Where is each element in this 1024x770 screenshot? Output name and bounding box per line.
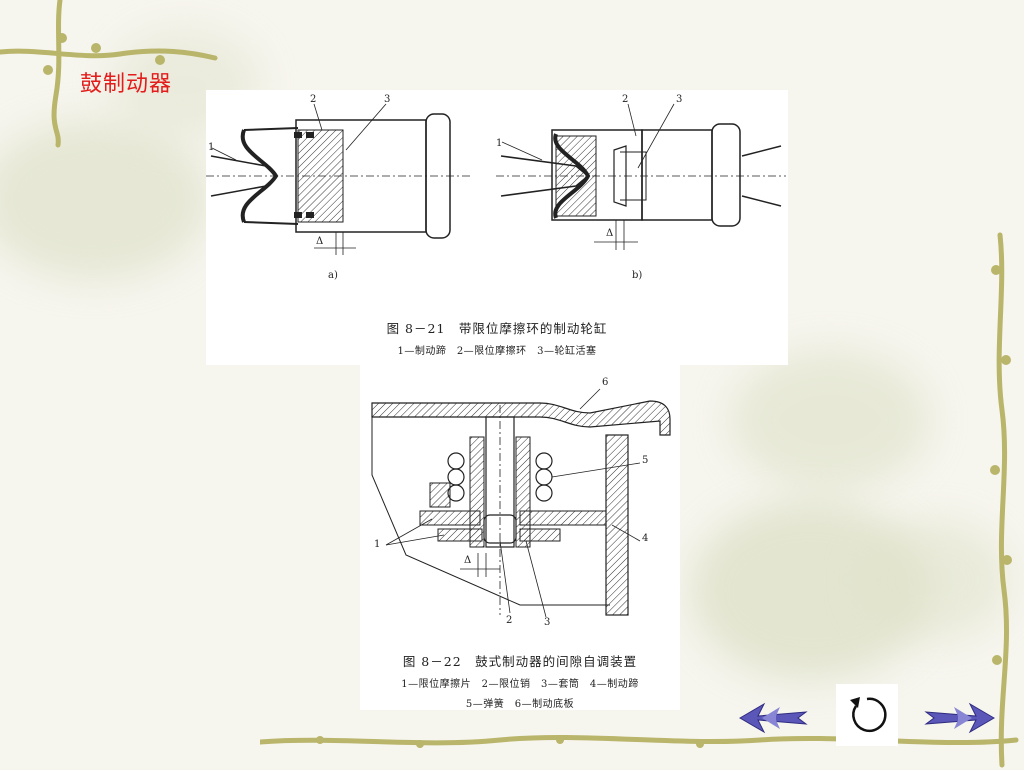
figure-8-22-legend-line2: 5—弹簧 6—制动底板 (465, 699, 575, 710)
figure-8-21a-label-1: 1 (208, 142, 215, 153)
background-blossom (0, 120, 210, 280)
replay-button[interactable] (836, 684, 898, 746)
vine-decoration-top-left (0, 0, 218, 148)
figure-8-22-legend-line1: 1—限位摩擦片 2—限位销 3—套筒 4—制动蹄 (401, 679, 639, 690)
figure-8-21b-label-2: 2 (622, 94, 629, 105)
vine-decoration-bottom (260, 734, 1019, 748)
figure-8-21-subcaption-b: b) (632, 270, 643, 281)
figure-8-21-panel: 1 2 3 Δ a) 1 2 3 Δ b) 图 8－21 带限位摩擦环的制动轮缸… (206, 90, 788, 365)
double-arrow-left-icon (739, 702, 808, 734)
self-adjusting-device-drawing (371, 388, 671, 618)
figure-8-22-label-2: 2 (506, 615, 513, 626)
figure-8-22-panel: 1 2 3 4 5 6 Δ 图 8－22 鼓式制动器的间隙自调装置 1—限位摩擦… (360, 365, 680, 710)
previous-slide-button[interactable] (736, 698, 810, 738)
background-blossom (860, 520, 1010, 640)
figure-8-22-label-4: 4 (642, 533, 649, 544)
figure-8-21b-label-delta: Δ (606, 228, 614, 239)
background-blossom (730, 350, 930, 490)
figure-8-21a-label-2: 2 (310, 94, 317, 105)
next-slide-button[interactable] (918, 698, 998, 738)
figure-8-21a-label-delta: Δ (316, 236, 324, 247)
figure-8-22-label-1: 1 (374, 539, 381, 550)
figure-8-21b-label-3: 3 (676, 94, 683, 105)
figure-8-22-label-3: 3 (544, 617, 551, 628)
figure-8-21-subcaption-a: a) (328, 270, 338, 281)
figure-8-22-label-5: 5 (642, 455, 649, 466)
figure-8-22-label-6: 6 (602, 377, 609, 388)
wheel-cylinder-drawing-b (496, 103, 786, 250)
vine-decoration-right (990, 232, 1012, 768)
figure-8-21b-label-1: 1 (496, 138, 503, 149)
double-arrow-right-icon (924, 702, 995, 734)
figure-8-22-label-delta: Δ (464, 555, 472, 566)
figure-8-21-legend: 1—制动蹄 2—限位摩擦环 3—轮缸活塞 (397, 346, 597, 357)
figure-8-21a-label-3: 3 (384, 94, 391, 105)
slide-title: 鼓制动器 (80, 72, 173, 97)
wheel-cylinder-drawing-a (206, 103, 471, 255)
replay-icon (850, 697, 887, 733)
figure-8-21-caption: 图 8－21 带限位摩擦环的制动轮缸 (386, 321, 608, 336)
figure-8-22-caption: 图 8－22 鼓式制动器的间隙自调装置 (402, 654, 638, 669)
